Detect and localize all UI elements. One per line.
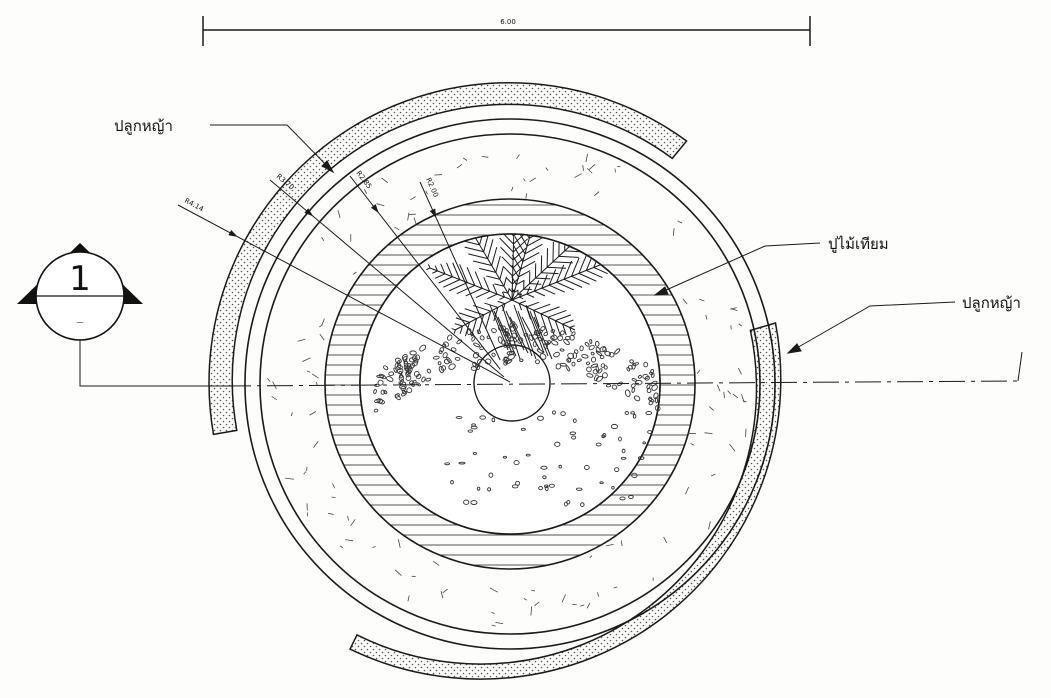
radius-label: R2.85 (354, 169, 373, 190)
label-leaders (210, 124, 956, 354)
section-sheet: — (77, 318, 84, 326)
grass-arc-upper-left (208, 82, 688, 436)
radius-label: R4.14 (183, 197, 205, 214)
gravel-texture (373, 321, 661, 508)
radius-label: R2.00 (424, 177, 440, 199)
section-marker: 1 — (17, 243, 143, 341)
label-grass-top: ปลูกหญ้า (114, 117, 173, 135)
label-grass-right: ปลูกหญ้า (962, 294, 1021, 312)
label-deck: ปูไม้เทียม (828, 235, 889, 253)
grass-arcs (208, 82, 782, 680)
overall-dimension-text: 6.00 (500, 18, 516, 26)
ground-speckles (267, 153, 747, 627)
outer-rings (244, 118, 776, 650)
grass-arc-right (348, 322, 782, 680)
overall-dimension: 6.00 (202, 16, 811, 46)
tree-base-circle (473, 344, 551, 422)
section-number: 1 (69, 259, 91, 299)
